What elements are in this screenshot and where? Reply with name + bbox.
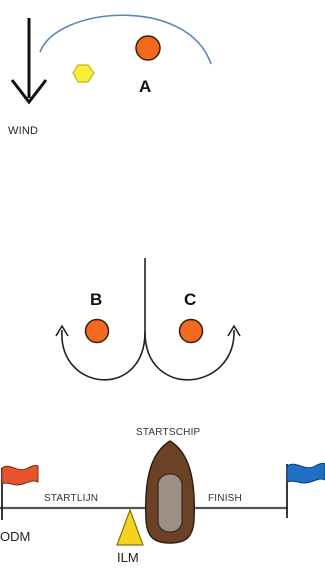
red-flag-icon — [2, 466, 38, 485]
finish-label: FINISH — [208, 493, 242, 504]
mark-b-label: B — [90, 290, 102, 309]
yellow-hexagon-icon — [73, 65, 94, 82]
start-ship-icon — [146, 441, 195, 543]
wind-arrow-icon — [12, 18, 46, 102]
mark-a-circle — [136, 36, 160, 60]
mark-a-label: A — [139, 77, 151, 96]
startschip-label: STARTSCHIP — [136, 427, 201, 438]
mark-c-label: C — [184, 290, 196, 309]
course-arc — [40, 15, 211, 64]
blue-flag-icon — [287, 463, 325, 483]
wind-label: WIND — [8, 125, 38, 137]
odm-label: ODM — [0, 529, 30, 544]
ilm-buoy-icon — [117, 510, 143, 545]
mark-b-circle — [86, 320, 109, 343]
mark-c-circle — [180, 320, 203, 343]
ilm-label: ILM — [117, 550, 139, 565]
startlijn-label: STARTLIJN — [44, 493, 98, 504]
